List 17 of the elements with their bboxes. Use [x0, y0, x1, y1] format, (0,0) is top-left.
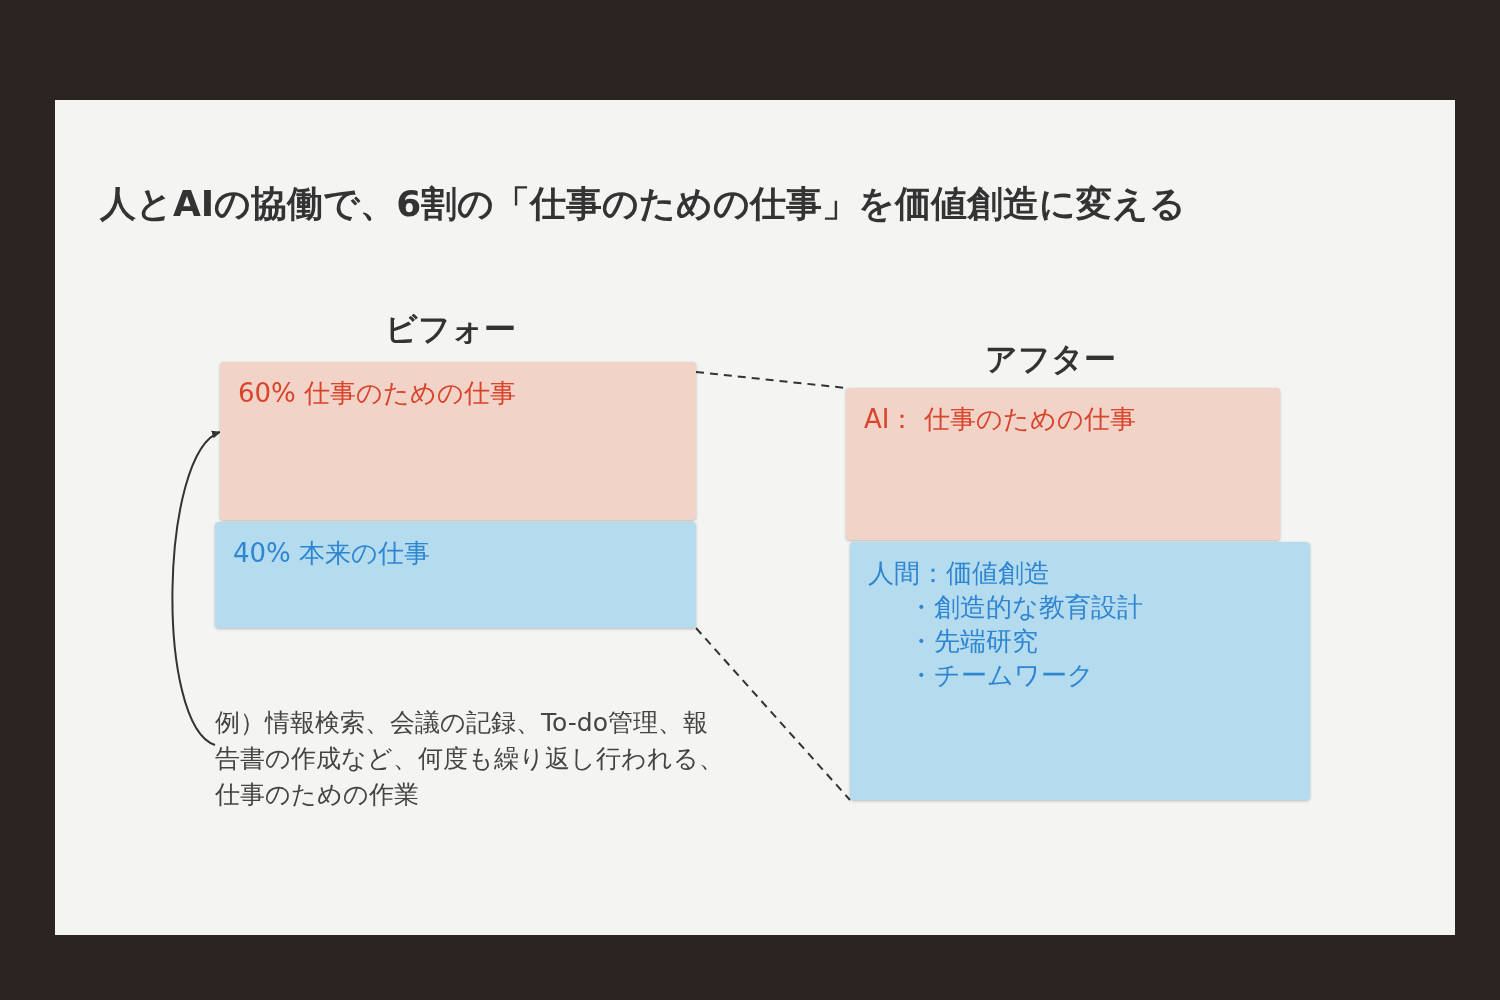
category-box: [846, 388, 1280, 540]
box-heading: 40% 本来の仕事: [233, 537, 432, 570]
bullet-item: ・チームワーク: [907, 659, 1095, 692]
box-heading: AI： 仕事のための仕事: [864, 403, 1137, 436]
box-heading: 人間：価値創造: [868, 557, 1051, 590]
bullet-item: ・創造的な教育設計: [907, 591, 1144, 624]
arrow: [171, 431, 221, 746]
category-box: [220, 362, 696, 520]
connector-line: [695, 627, 851, 801]
category-box: [850, 542, 1310, 800]
column-heading: アフター: [985, 339, 1116, 380]
bullet-item: ・先端研究: [907, 625, 1039, 658]
note-text: 例）情報検索、会議の記録、To-do管理、報告書の作成など、何度も繰り返し行われる、仕事のための作業: [215, 705, 725, 815]
category-box: [215, 522, 696, 628]
box-heading: 60% 仕事のための仕事: [238, 377, 518, 410]
column-heading: ビフォー: [385, 309, 516, 350]
slide-title: 人とAIの協働で、6割の「仕事のための仕事」を価値創造に変える: [100, 182, 1187, 226]
